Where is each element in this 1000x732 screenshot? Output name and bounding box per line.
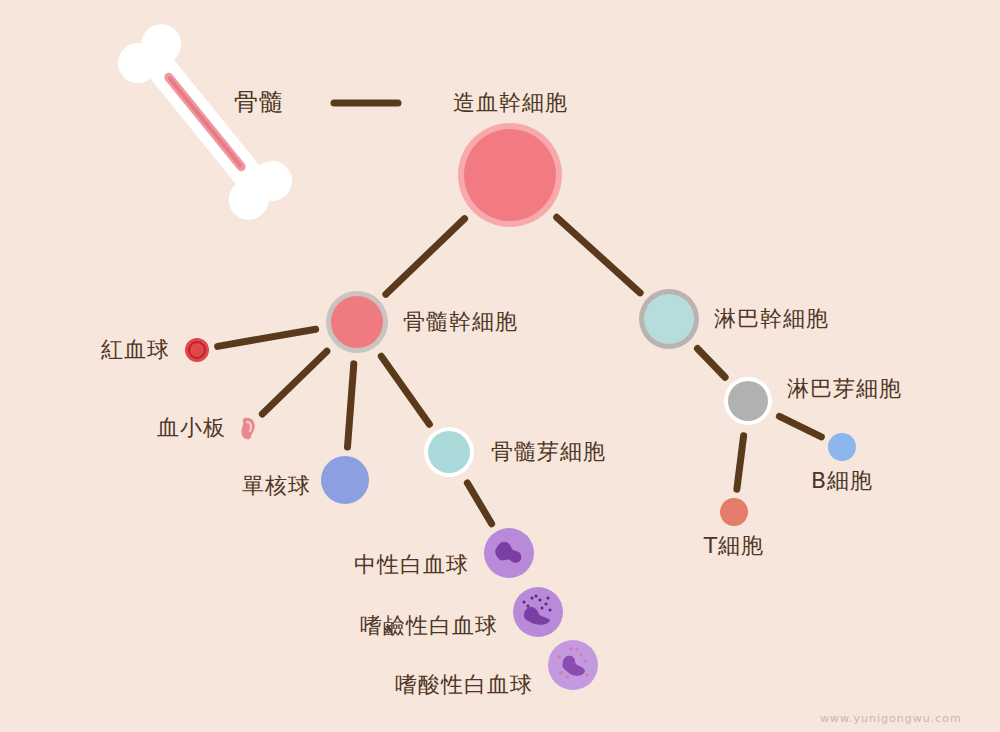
- cell-label: 血小板: [157, 415, 226, 441]
- cell-label: 嗜鹼性白血球: [360, 613, 498, 639]
- cell-label: 中性白血球: [354, 552, 469, 578]
- cell-circle: [723, 376, 773, 426]
- cell-node: 中性白血球: [354, 527, 535, 579]
- cell-node: 血小板: [157, 415, 260, 441]
- cell-node: B細胞: [811, 432, 873, 494]
- cell-circle: [236, 416, 260, 440]
- cell-label: 紅血球: [101, 337, 170, 363]
- cell-node: 淋巴幹細胞: [638, 288, 829, 350]
- lineage-connector: [779, 416, 821, 437]
- cell-circle: [184, 337, 210, 363]
- cell-circle: [423, 426, 475, 478]
- cell-node: 單核球: [242, 455, 370, 505]
- cell-label: 單核球: [242, 473, 311, 499]
- lineage-connector: [737, 436, 744, 489]
- lineage-connector: [697, 349, 725, 378]
- cell-node: 嗜酸性白血球: [395, 639, 599, 691]
- cell-circle: [320, 455, 370, 505]
- lineage-connector: [557, 217, 640, 293]
- cell-label: 淋巴幹細胞: [714, 306, 829, 332]
- cell-node: 嗜鹼性白血球: [360, 586, 564, 638]
- lineage-connector: [218, 329, 316, 346]
- lineage-connector: [347, 364, 353, 447]
- cell-circle: [457, 122, 563, 228]
- cell-node: 紅血球: [101, 337, 210, 363]
- cell-circle: [719, 497, 749, 527]
- cell-circle: [512, 586, 564, 638]
- cell-node: 骨髓幹細胞: [325, 290, 518, 354]
- leader-line: [334, 100, 398, 107]
- lineage-connector: [262, 351, 327, 414]
- cell-node: 造血幹細胞: [453, 90, 568, 228]
- cell-node: T細胞: [704, 497, 764, 559]
- cell-label: 骨髓芽細胞: [491, 439, 606, 465]
- cell-label: 骨髓幹細胞: [403, 309, 518, 335]
- lineage-connector: [467, 483, 491, 524]
- cell-circle: [483, 527, 535, 579]
- cell-circle: [325, 290, 389, 354]
- bone-illustration: [110, 16, 300, 228]
- cell-label: B細胞: [811, 468, 873, 494]
- cell-label: 造血幹細胞: [453, 90, 568, 116]
- cell-circle: [547, 639, 599, 691]
- lineage-connector: [381, 356, 429, 424]
- cell-circle: [827, 432, 857, 462]
- cell-label: T細胞: [704, 533, 764, 559]
- watermark: www.yunigongwu.com: [820, 712, 962, 725]
- lineage-connector: [386, 219, 465, 295]
- cell-node: 淋巴芽細胞: [723, 376, 902, 426]
- cell-label: 淋巴芽細胞: [787, 376, 902, 402]
- cell-label: 嗜酸性白血球: [395, 672, 533, 698]
- part-label: 骨髓: [234, 86, 284, 118]
- cell-node: 骨髓芽細胞: [423, 426, 606, 478]
- cell-circle: [638, 288, 700, 350]
